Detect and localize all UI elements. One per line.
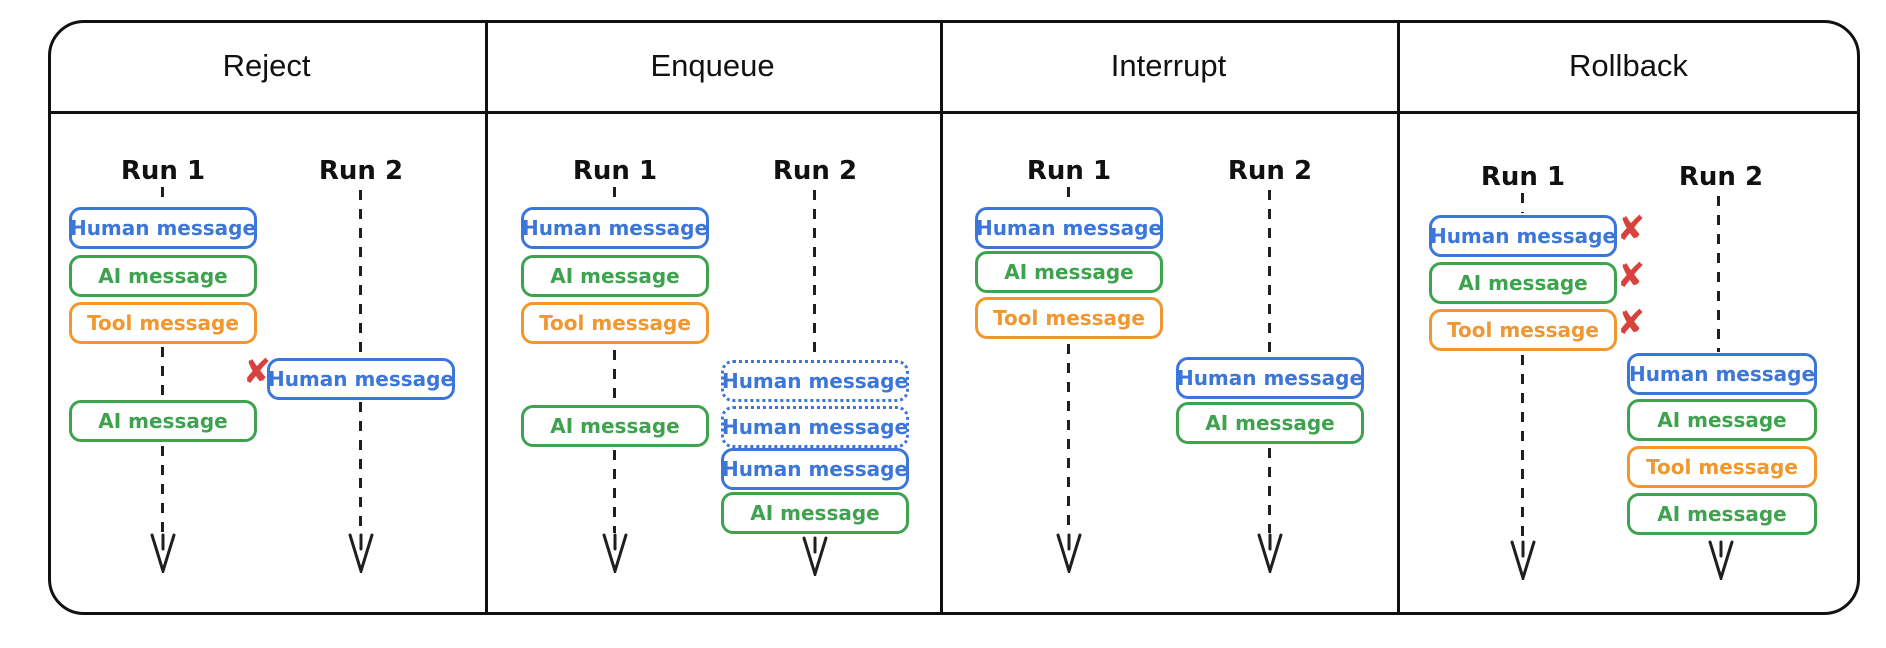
run1-label: Run 1 — [120, 156, 206, 186]
message-box: Tool message — [1429, 309, 1617, 351]
run1-label: Run 1 — [1480, 162, 1566, 192]
arrow-down-icon — [1708, 540, 1734, 580]
message-box: AI message — [975, 251, 1163, 293]
queued-message-box: Human message — [721, 360, 909, 402]
message-box: AI message — [1627, 399, 1817, 441]
panel-divider — [1397, 20, 1400, 615]
message-box: AI message — [1627, 493, 1817, 535]
message-box: Human message — [267, 358, 455, 400]
x-mark-icon: ✘ — [1616, 256, 1646, 296]
header-separator-line — [48, 111, 1860, 114]
panel-title-enqueue: Enqueue — [650, 48, 775, 83]
dashed-lane-line — [613, 450, 616, 533]
run1-label: Run 1 — [1026, 156, 1112, 186]
panel-title-interrupt: Interrupt — [1110, 48, 1227, 83]
run1-label: Run 1 — [572, 156, 658, 186]
message-box: Tool message — [975, 297, 1163, 339]
message-box: Human message — [1176, 357, 1364, 399]
message-box: Human message — [1627, 353, 1817, 395]
message-box: AI message — [69, 400, 257, 442]
dashed-lane-line — [359, 190, 362, 357]
dashed-lane-line — [613, 350, 616, 403]
arrow-down-icon — [802, 536, 828, 576]
dashed-lane-line — [1067, 187, 1070, 205]
arrow-down-icon — [1257, 533, 1283, 573]
panel-divider — [485, 20, 488, 615]
message-box: Human message — [69, 207, 257, 249]
panel-title-rollback: Rollback — [1569, 48, 1688, 83]
dashed-lane-line — [359, 402, 362, 533]
dashed-lane-line — [813, 190, 816, 358]
dashed-lane-line — [1521, 355, 1524, 540]
message-box: AI message — [1429, 262, 1617, 304]
panel-divider — [940, 20, 943, 615]
run2-label: Run 2 — [318, 156, 404, 186]
message-box: AI message — [521, 255, 709, 297]
message-box: Tool message — [521, 302, 709, 344]
dashed-lane-line — [1521, 193, 1524, 213]
arrow-down-icon — [1510, 540, 1536, 580]
run2-label: Run 2 — [1678, 162, 1764, 192]
message-box: AI message — [721, 492, 909, 534]
dashed-lane-line — [161, 187, 164, 205]
dashed-lane-line — [1067, 344, 1070, 533]
queued-message-box: Human message — [721, 406, 909, 448]
arrow-down-icon — [348, 533, 374, 573]
dashed-lane-line — [1268, 190, 1271, 356]
run2-label: Run 2 — [772, 156, 858, 186]
message-box: AI message — [1176, 402, 1364, 444]
arrow-down-icon — [150, 533, 176, 573]
message-box: AI message — [521, 405, 709, 447]
message-box: Human message — [975, 207, 1163, 249]
message-box: AI message — [69, 255, 257, 297]
x-mark-icon: ✘ — [1616, 209, 1646, 249]
x-mark-icon: ✘ — [1616, 303, 1646, 343]
run2-label: Run 2 — [1227, 156, 1313, 186]
x-mark-icon: ✘ — [242, 352, 272, 392]
dashed-lane-line — [161, 347, 164, 398]
dashed-lane-line — [1717, 196, 1720, 352]
message-box: Human message — [721, 448, 909, 490]
arrow-down-icon — [1056, 533, 1082, 573]
message-box: Human message — [1429, 215, 1617, 257]
message-box: Tool message — [69, 302, 257, 344]
message-box: Human message — [521, 207, 709, 249]
dashed-lane-line — [1268, 448, 1271, 533]
panel-title-reject: Reject — [222, 48, 311, 83]
arrow-down-icon — [602, 533, 628, 573]
dashed-lane-line — [613, 187, 616, 205]
message-box: Tool message — [1627, 446, 1817, 488]
dashed-lane-line — [161, 446, 164, 533]
